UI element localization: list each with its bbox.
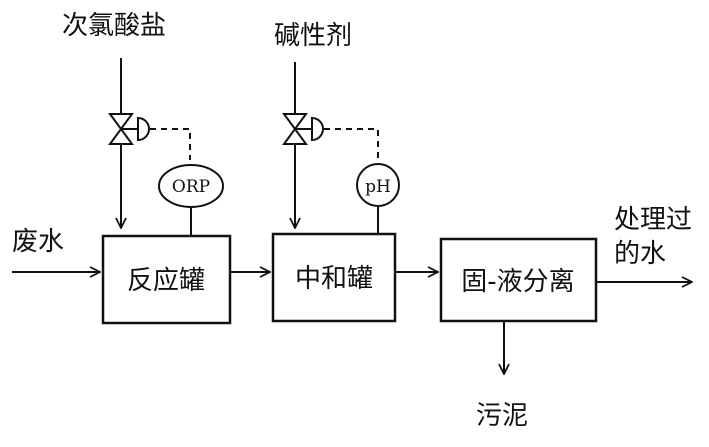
ph-signal-line: [324, 128, 379, 162]
orp-signal-line: [150, 128, 191, 160]
ph-label: pH: [365, 177, 391, 197]
ph-sensor: pH: [356, 163, 400, 207]
treated-water-label-line2: 的水: [614, 239, 666, 269]
orp-label: ORP: [172, 177, 210, 197]
orp-sensor: ORP: [158, 164, 224, 208]
wastewater-label: 废水: [12, 227, 64, 257]
neutralization-tank-label: 中和罐: [295, 264, 373, 294]
hypochlorite-control-valve-icon: [108, 113, 150, 145]
hypochlorite-label: 次氯酸盐: [62, 11, 166, 41]
treated-water-label-line1: 处理过: [614, 205, 692, 235]
solid-liquid-separation-label: 固-液分离: [461, 267, 574, 297]
reaction-tank: 反应罐: [101, 234, 232, 325]
neutralization-tank: 中和罐: [271, 232, 397, 323]
reaction-tank-label: 反应罐: [127, 266, 205, 296]
alkali-control-valve-icon: [282, 113, 324, 145]
alkali-label: 碱性剂: [274, 21, 352, 51]
solid-liquid-separation: 固-液分离: [439, 237, 598, 323]
sludge-label: 污泥: [476, 401, 528, 431]
